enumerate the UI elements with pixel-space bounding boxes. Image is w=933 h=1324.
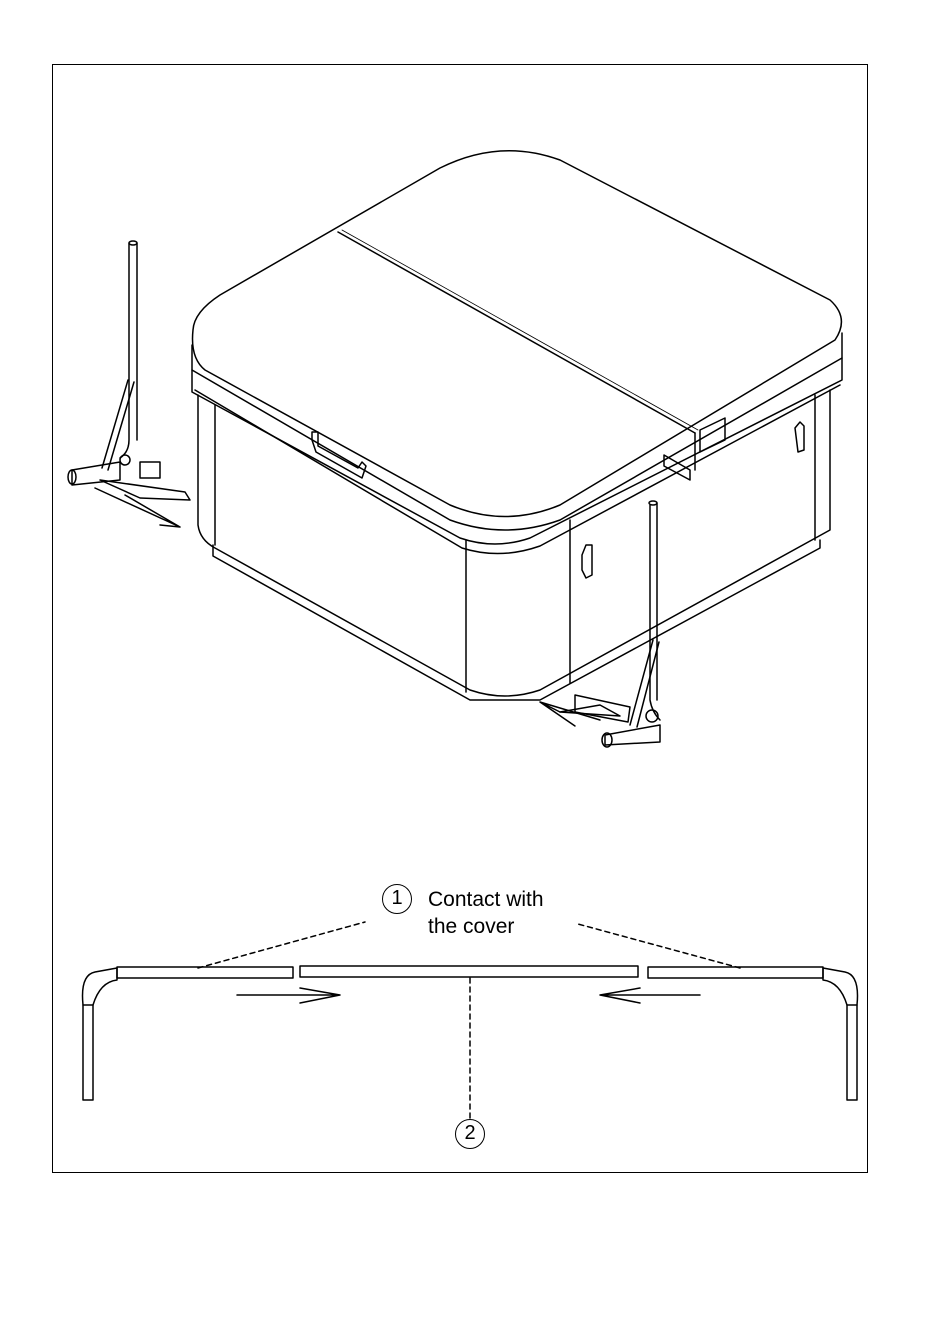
cover-fold-line [338, 232, 695, 433]
arrow-left [600, 988, 700, 1003]
hot-tub [192, 151, 842, 700]
cover-lifter-left [68, 241, 190, 527]
callout-1-text-line2: the cover [428, 913, 514, 940]
center-bar [300, 966, 638, 977]
tub-cabinet [198, 390, 830, 696]
callout-number-1: 1 [382, 884, 412, 914]
cover-strap [582, 545, 592, 578]
arrow-right [237, 988, 340, 1003]
callout-1-text-line1: Contact with [428, 886, 544, 913]
movement-arrow-left [95, 488, 180, 527]
left-tube [83, 968, 118, 1100]
callout-number-2: 2 [455, 1119, 485, 1149]
cover-lifter-right [540, 501, 660, 747]
bar-schematic [83, 922, 858, 1118]
tub-base [213, 540, 820, 700]
right-tube [823, 968, 858, 1100]
